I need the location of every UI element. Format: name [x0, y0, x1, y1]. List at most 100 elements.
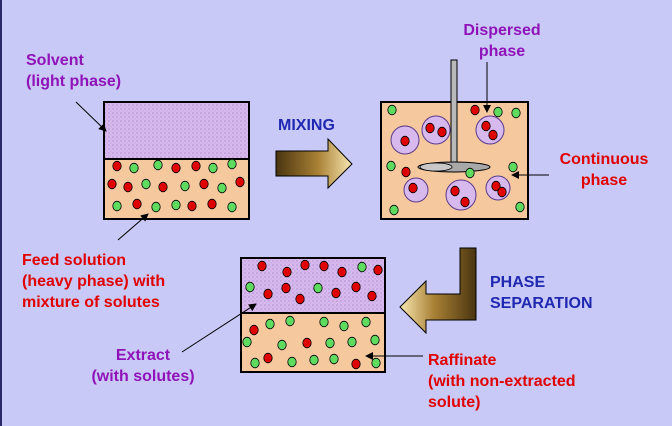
red-solute: [263, 288, 273, 300]
raffinate-label-line-1: Raffinate: [428, 352, 497, 369]
green-solute: [180, 180, 190, 192]
red-solute: [491, 180, 501, 192]
red-solute: [373, 264, 383, 276]
solvent-label-line-1: Solvent: [26, 52, 84, 69]
green-solute: [285, 315, 295, 327]
red-solute: [235, 176, 245, 188]
red-solute: [437, 126, 447, 138]
red-solute: [470, 104, 480, 116]
pointer-lines: [75, 62, 549, 360]
continuous-phase-label: Continuous phase: [552, 149, 656, 191]
red-solute: [302, 337, 312, 349]
feed-label-line-3: mixture of solutes: [22, 294, 160, 311]
red-solute: [400, 135, 410, 147]
red-solute: [199, 178, 209, 190]
dispersed-label-line-1: Dispersed: [463, 22, 541, 39]
red-solute: [171, 162, 181, 174]
red-solute: [249, 324, 259, 336]
green-solute: [217, 182, 227, 194]
extract-label-line-1: Extract: [115, 347, 171, 364]
green-solute: [465, 167, 475, 179]
green-solute: [325, 337, 335, 349]
initial-vessel: [103, 101, 250, 220]
green-solute: [250, 357, 260, 369]
raffinate-label-line-3: solute): [428, 394, 481, 411]
green-solute: [277, 339, 287, 351]
green-solute: [242, 336, 252, 348]
feed-solution-label: Feed solution (heavy phase) with mixture…: [22, 250, 165, 313]
red-solute: [123, 181, 133, 193]
phase-separation-line-1: PHASE: [490, 274, 546, 291]
green-solute: [208, 162, 218, 174]
red-solute: [319, 260, 329, 272]
red-solute: [331, 287, 341, 299]
green-solute: [329, 353, 339, 365]
red-solute: [401, 166, 411, 178]
green-solute: [141, 178, 151, 190]
green-solute: [387, 104, 397, 116]
red-solute: [367, 290, 377, 302]
dispersed-droplet: [475, 115, 505, 145]
free-solutes: [386, 104, 525, 216]
green-solute: [511, 107, 521, 119]
raffinate-label: Raffinate (with non-extracted solute): [428, 350, 576, 413]
dispersed-droplet: [445, 179, 477, 211]
red-solute: [207, 198, 217, 210]
green-solute: [357, 261, 367, 273]
red-solute: [337, 266, 347, 278]
green-solute: [309, 354, 319, 366]
red-solute: [300, 259, 310, 271]
dispersed-label-line-2: phase: [478, 43, 526, 60]
red-solute: [351, 281, 361, 293]
green-solute: [389, 204, 399, 216]
red-solute: [282, 266, 292, 278]
red-solute: [425, 122, 435, 134]
separation-arrow-icon: [399, 247, 477, 335]
raffinate-label-line-2: (with non-extracted: [428, 373, 576, 390]
green-solute: [112, 200, 122, 212]
mixed-vessel: [380, 59, 529, 220]
green-solute: [515, 201, 525, 213]
green-solute: [493, 106, 503, 118]
red-solute: [281, 282, 291, 294]
feed-label-line-1: Feed solution: [22, 252, 126, 269]
red-solute: [112, 160, 122, 172]
red-solute: [257, 260, 267, 272]
red-solute: [187, 200, 197, 212]
feed-label-line-2: (heavy phase) with: [22, 273, 166, 290]
green-solute: [319, 316, 329, 328]
green-solute: [370, 334, 380, 346]
solvent-label: Solvent (light phase): [26, 50, 121, 92]
feed-solutes: [107, 158, 245, 213]
red-solute: [481, 120, 491, 132]
dispersed-phase-label: Dispersed phase: [450, 20, 554, 62]
green-solute: [227, 201, 237, 213]
solvent-layer: [103, 101, 250, 160]
dispersed-droplets: [390, 115, 511, 211]
green-solute: [313, 282, 323, 294]
green-solute: [508, 161, 518, 173]
continuous-label-line-2: phase: [580, 172, 628, 189]
red-solute: [450, 185, 460, 197]
phase-separation-label: PHASE SEPARATION: [490, 272, 593, 314]
continuous-label-line-1: Continuous: [559, 151, 649, 168]
green-solute: [265, 318, 275, 330]
green-solute: [361, 316, 371, 328]
green-solute: [347, 336, 357, 348]
phase-separation-line-2: SEPARATION: [490, 295, 593, 312]
green-solute: [287, 356, 297, 368]
separated-solutes: [242, 259, 383, 370]
green-solute: [171, 199, 181, 211]
green-solute: [371, 357, 381, 369]
red-solute: [351, 358, 361, 370]
red-solute: [488, 129, 498, 141]
red-solute: [460, 196, 470, 208]
green-solute: [153, 159, 163, 171]
red-solute: [497, 186, 507, 198]
red-solute: [295, 293, 305, 305]
red-solute: [158, 181, 168, 193]
green-solute: [151, 201, 161, 213]
separated-vessel: [240, 257, 386, 373]
solvent-label-line-2: (light phase): [26, 73, 122, 90]
